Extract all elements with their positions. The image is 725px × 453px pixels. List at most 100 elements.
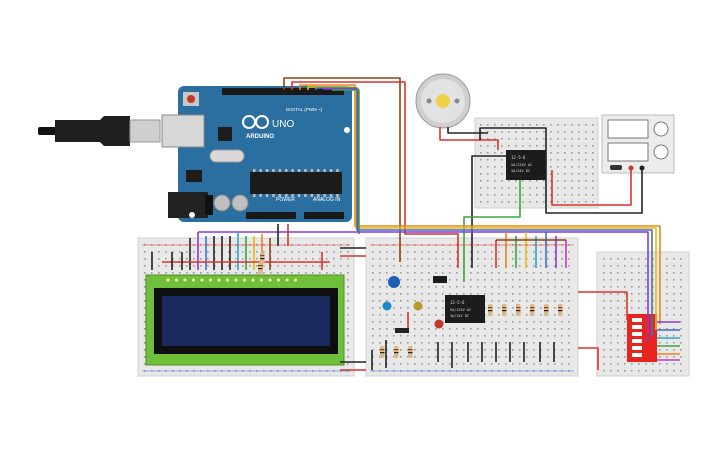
breadboard-hole[interactable] (550, 145, 552, 147)
breadboard-hole[interactable] (585, 145, 587, 147)
breadboard-hole[interactable] (533, 272, 535, 274)
breadboard-hole[interactable] (393, 293, 395, 295)
breadboard-hole[interactable] (578, 173, 580, 175)
breadboard-hole[interactable] (592, 180, 594, 182)
breadboard-hole[interactable] (477, 293, 479, 295)
breadboard-hole[interactable] (512, 265, 514, 267)
breadboard-hole[interactable] (491, 300, 493, 302)
breadboard-hole[interactable] (494, 159, 496, 161)
breadboard-hole[interactable] (571, 138, 573, 140)
lcd-pin[interactable] (276, 278, 281, 282)
breadboard-hole[interactable] (393, 307, 395, 309)
breadboard-hole[interactable] (484, 328, 486, 330)
breadboard-hole[interactable] (519, 300, 521, 302)
breadboard-hole[interactable] (487, 180, 489, 182)
breadboard-hole[interactable] (673, 363, 675, 365)
breadboard-hole[interactable] (568, 279, 570, 281)
breadboard-hole[interactable] (501, 159, 503, 161)
breadboard-hole[interactable] (522, 138, 524, 140)
breadboard-hole[interactable] (498, 335, 500, 337)
breadboard-hole[interactable] (487, 187, 489, 189)
breadboard-hole[interactable] (340, 251, 342, 253)
breadboard-hole[interactable] (414, 363, 416, 365)
breadboard-hole[interactable] (529, 145, 531, 147)
breadboard-hole[interactable] (456, 286, 458, 288)
breadboard-hole[interactable] (536, 194, 538, 196)
breadboard-hole[interactable] (249, 272, 251, 274)
breadboard-hole[interactable] (610, 349, 612, 351)
breadboard-hole[interactable] (652, 363, 654, 365)
breadboard-hole[interactable] (442, 265, 444, 267)
breadboard-hole[interactable] (505, 286, 507, 288)
breadboard-hole[interactable] (512, 321, 514, 323)
breadboard-hole[interactable] (624, 363, 626, 365)
breadboard-hole[interactable] (638, 279, 640, 281)
breadboard-hole[interactable] (284, 258, 286, 260)
breadboard-hole[interactable] (526, 335, 528, 337)
breadboard-hole[interactable] (624, 300, 626, 302)
breadboard-hole[interactable] (480, 152, 482, 154)
breadboard-hole[interactable] (207, 272, 209, 274)
breadboard-hole[interactable] (494, 124, 496, 126)
breadboard-hole[interactable] (505, 321, 507, 323)
breadboard-hole[interactable] (158, 258, 160, 260)
breadboard-hole[interactable] (449, 328, 451, 330)
breadboard-hole[interactable] (428, 293, 430, 295)
breadboard-hole[interactable] (498, 321, 500, 323)
breadboard-hole[interactable] (386, 321, 388, 323)
breadboard-hole[interactable] (610, 363, 612, 365)
breadboard-hole[interactable] (529, 180, 531, 182)
breadboard-hole[interactable] (508, 201, 510, 203)
breadboard-hole[interactable] (617, 356, 619, 358)
breadboard-hole[interactable] (561, 321, 563, 323)
breadboard-hole[interactable] (477, 265, 479, 267)
breadboard-hole[interactable] (659, 342, 661, 344)
breadboard-hole[interactable] (477, 286, 479, 288)
breadboard-hole[interactable] (624, 328, 626, 330)
breadboard-hole[interactable] (372, 279, 374, 281)
breadboard-hole[interactable] (631, 363, 633, 365)
breadboard-hole[interactable] (557, 173, 559, 175)
breadboard-hole[interactable] (470, 349, 472, 351)
breadboard-hole[interactable] (526, 349, 528, 351)
breadboard-hole[interactable] (379, 321, 381, 323)
breadboard-hole[interactable] (550, 131, 552, 133)
breadboard-hole[interactable] (543, 201, 545, 203)
breadboard-hole[interactable] (557, 138, 559, 140)
breadboard-hole[interactable] (550, 152, 552, 154)
breadboard-hole[interactable] (585, 201, 587, 203)
breadboard-hole[interactable] (585, 131, 587, 133)
breadboard-hole[interactable] (491, 349, 493, 351)
breadboard-hole[interactable] (347, 328, 349, 330)
breadboard-hole[interactable] (673, 335, 675, 337)
breadboard-hole[interactable] (571, 152, 573, 154)
breadboard-hole[interactable] (428, 328, 430, 330)
breadboard-hole[interactable] (505, 342, 507, 344)
breadboard-hole[interactable] (533, 363, 535, 365)
breadboard-hole[interactable] (494, 187, 496, 189)
breadboard-hole[interactable] (578, 201, 580, 203)
breadboard-hole[interactable] (347, 307, 349, 309)
breadboard-hole[interactable] (578, 145, 580, 147)
breadboard-hole[interactable] (326, 251, 328, 253)
breadboard-hole[interactable] (578, 194, 580, 196)
breadboard-hole[interactable] (540, 265, 542, 267)
breadboard-hole[interactable] (610, 342, 612, 344)
breadboard-hole[interactable] (543, 131, 545, 133)
breadboard-hole[interactable] (442, 293, 444, 295)
breadboard-hole[interactable] (470, 279, 472, 281)
breadboard-hole[interactable] (512, 293, 514, 295)
breadboard-hole[interactable] (491, 272, 493, 274)
breadboard-hole[interactable] (470, 286, 472, 288)
breadboard-hole[interactable] (568, 314, 570, 316)
breadboard-hole[interactable] (179, 272, 181, 274)
breadboard-hole[interactable] (435, 314, 437, 316)
breadboard-hole[interactable] (561, 258, 563, 260)
breadboard-hole[interactable] (501, 131, 503, 133)
breadboard-hole[interactable] (540, 321, 542, 323)
breadboard-hole[interactable] (414, 335, 416, 337)
breadboard-hole[interactable] (603, 370, 605, 372)
breadboard-hole[interactable] (442, 307, 444, 309)
breadboard-hole[interactable] (470, 363, 472, 365)
breadboard-hole[interactable] (407, 300, 409, 302)
